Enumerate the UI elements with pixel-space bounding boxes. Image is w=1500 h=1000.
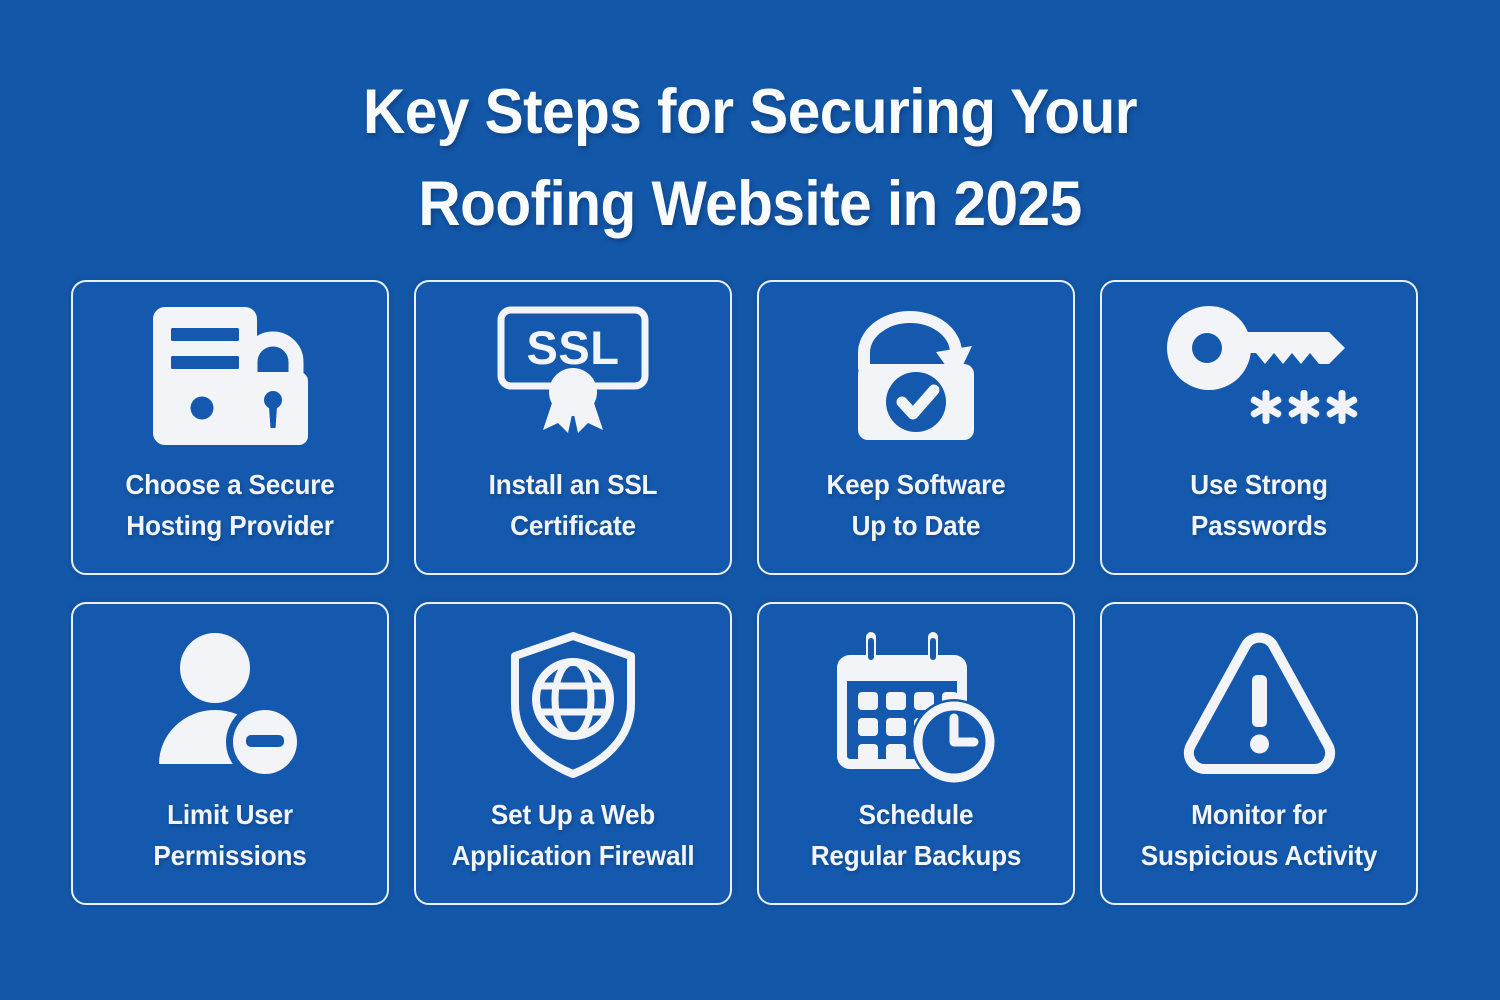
step-card-label-line-1: Choose a Secure [125, 469, 335, 500]
step-card-label: Monitor for Suspicious Activity [1110, 794, 1408, 876]
key-asterisks-icon [1102, 282, 1416, 464]
shield-globe-icon [416, 604, 730, 794]
ssl-certificate-icon: SSL [416, 282, 730, 464]
step-card-label-line-2: Permissions [153, 840, 307, 871]
step-card-label-line-2: Passwords [1190, 510, 1328, 541]
step-card-label-line-1: Install an SSL [488, 469, 658, 500]
user-minus-icon [73, 604, 387, 794]
step-card-install-ssl-certificate[interactable]: SSL Install an SSL Certificate [414, 280, 732, 575]
step-card-set-up-web-application-firewall[interactable]: Set Up a Web Application Firewall [414, 602, 732, 905]
page-title-line-1: Key Steps for Securing Your [363, 77, 1137, 147]
step-card-label: Keep Software Up to Date [767, 464, 1065, 546]
step-card-label-line-2: Certificate [510, 510, 636, 541]
step-card-label: Choose a Secure Hosting Provider [81, 464, 379, 546]
step-card-label-line-2: Regular Backups [810, 840, 1022, 871]
page-title: Key Steps for Securing Your Roofing Webs… [0, 66, 1500, 250]
step-card-label-line-2: Application Firewall [451, 840, 695, 871]
server-lock-icon [73, 282, 387, 464]
step-card-label-line-1: Set Up a Web [490, 799, 656, 830]
step-card-label-line-2: Suspicious Activity [1140, 840, 1378, 871]
warning-triangle-icon [1102, 604, 1416, 794]
step-card-label-line-2: Up to Date [851, 510, 981, 541]
step-card-label-line-1: Schedule [858, 799, 974, 830]
step-card-label-line-1: Keep Software [826, 469, 1006, 500]
ssl-label-text: SSL [527, 321, 620, 374]
step-card-schedule-regular-backups[interactable]: Schedule Regular Backups [757, 602, 1075, 905]
step-card-limit-user-permissions[interactable]: Limit User Permissions [71, 602, 389, 905]
step-card-choose-secure-hosting-provider[interactable]: Choose a Secure Hosting Provider [71, 280, 389, 575]
step-card-label: Install an SSL Certificate [424, 464, 722, 546]
step-card-label-line-2: Hosting Provider [126, 510, 334, 541]
step-card-label: Limit User Permissions [81, 794, 379, 876]
step-card-use-strong-passwords[interactable]: Use Strong Passwords [1100, 280, 1418, 575]
asterisk-group [1250, 390, 1358, 424]
step-card-label: Schedule Regular Backups [767, 794, 1065, 876]
page-title-line-2: Roofing Website in 2025 [418, 169, 1082, 239]
step-card-label-line-1: Limit User [167, 799, 293, 830]
lock-update-check-icon [759, 282, 1073, 464]
step-card-label: Set Up a Web Application Firewall [424, 794, 722, 876]
step-card-label: Use Strong Passwords [1110, 464, 1408, 546]
step-card-label-line-1: Use Strong [1190, 469, 1328, 500]
step-card-keep-software-up-to-date[interactable]: Keep Software Up to Date [757, 280, 1075, 575]
steps-grid: Choose a Secure Hosting Provider SSL [71, 280, 1418, 905]
step-card-monitor-suspicious-activity[interactable]: Monitor for Suspicious Activity [1100, 602, 1418, 905]
calendar-clock-icon [759, 604, 1073, 794]
step-card-label-line-1: Monitor for [1191, 799, 1327, 830]
